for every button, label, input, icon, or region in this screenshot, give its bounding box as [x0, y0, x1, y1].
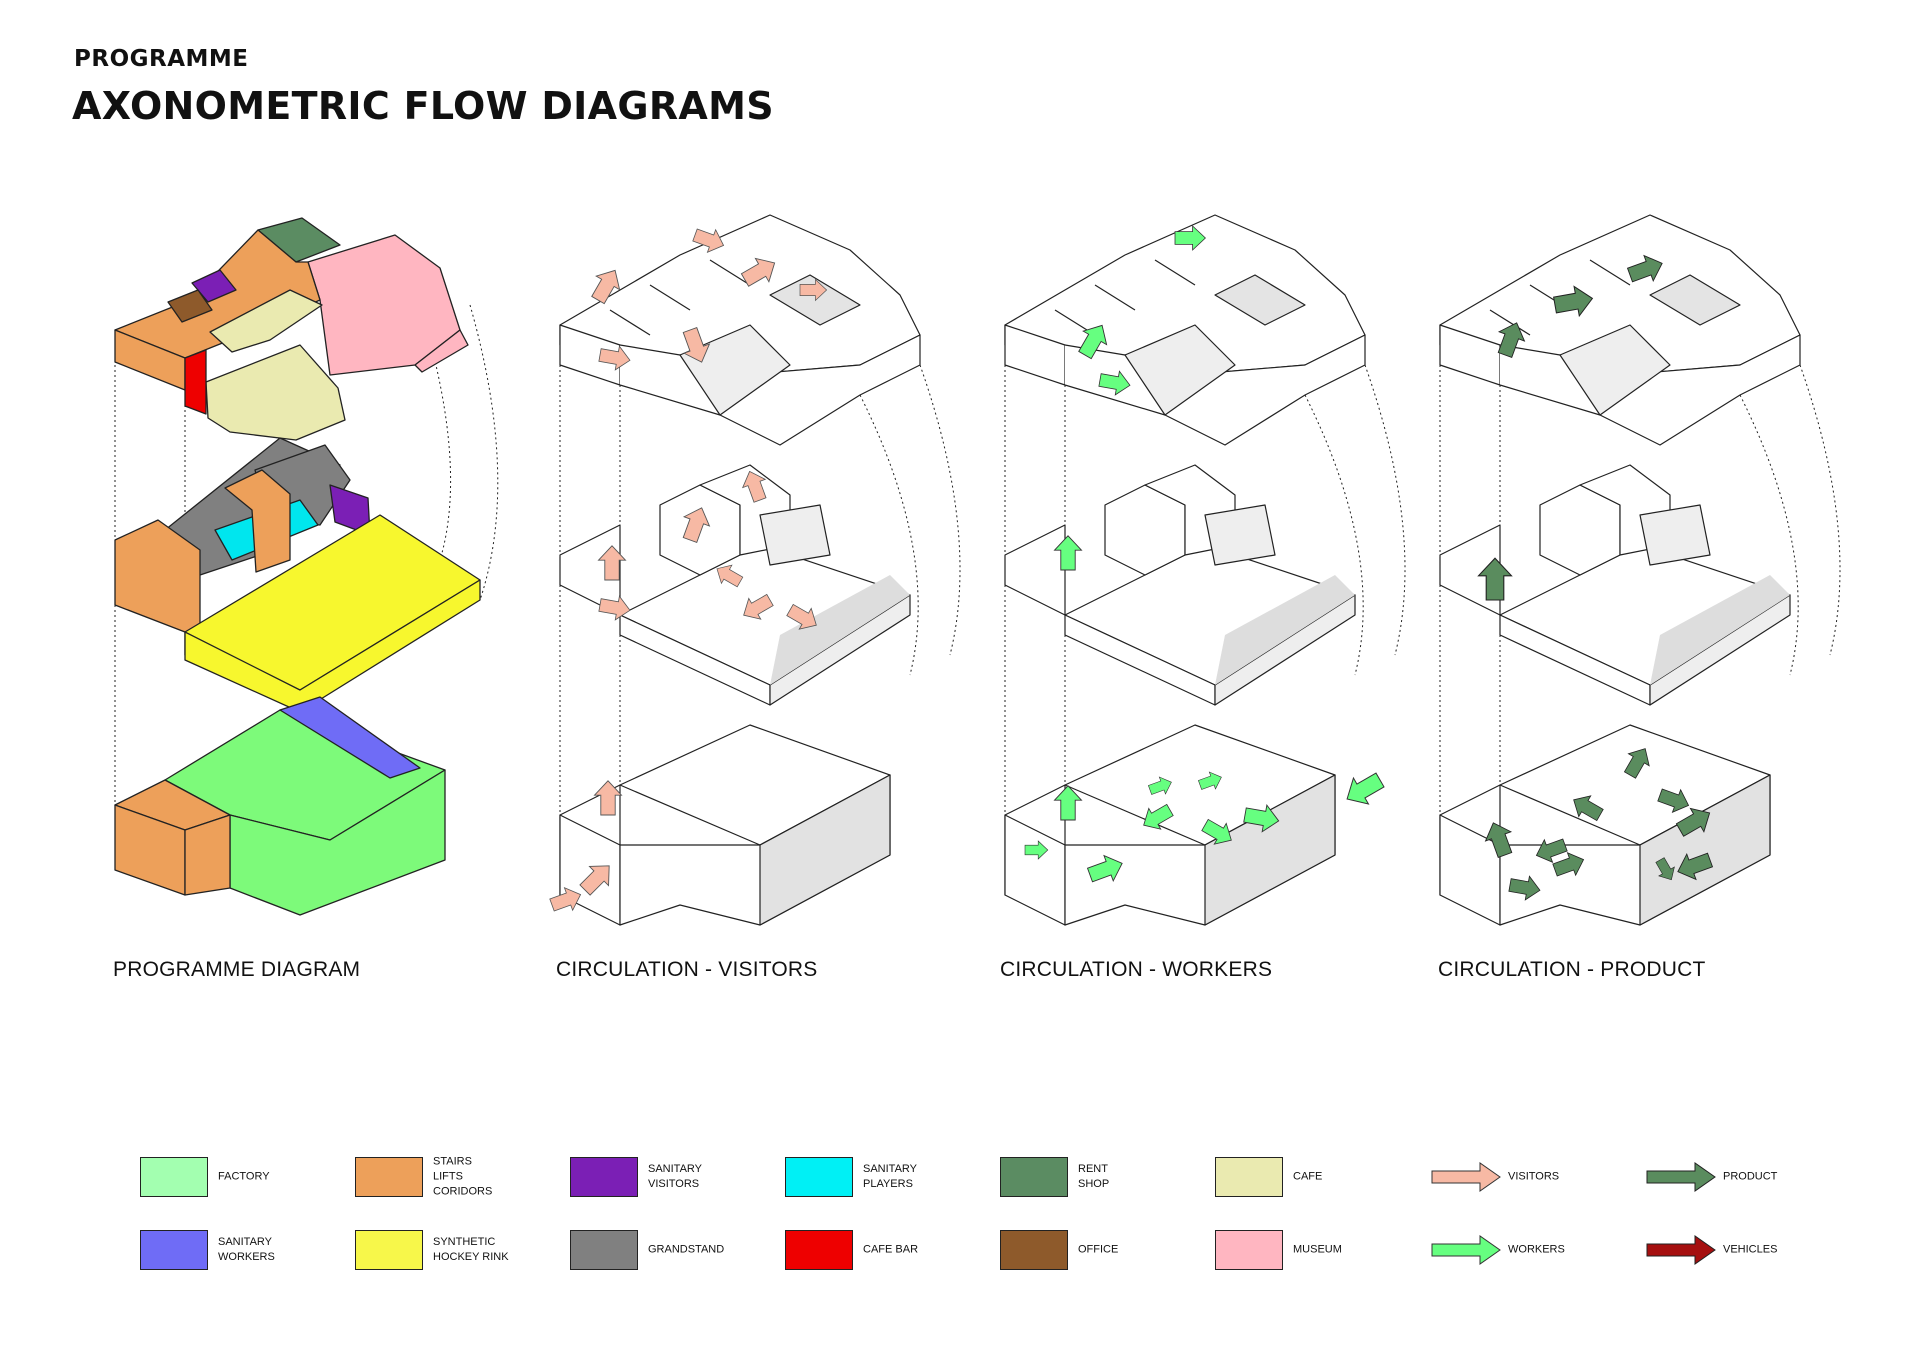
zone-stairs-tower	[224, 469, 291, 573]
middle-level	[114, 437, 481, 713]
caption-workers: CIRCULATION - WORKERS	[1000, 958, 1273, 981]
caption-product: CIRCULATION - PRODUCT	[1438, 958, 1706, 981]
legend-swatch-factory	[140, 1157, 208, 1197]
legend-swatch-hockey-rink	[355, 1230, 423, 1270]
zone-sanitary-workers	[279, 696, 421, 779]
legend-swatch-sanitary-workers	[140, 1230, 208, 1270]
legend-swatch-cafe	[1215, 1157, 1283, 1197]
legend-swatch-museum	[1215, 1230, 1283, 1270]
visitors-arrow-icon	[1431, 1162, 1501, 1192]
legend-swatch-stairs	[355, 1157, 423, 1197]
caption-programme: PROGRAMME DIAGRAM	[113, 958, 361, 981]
legend-swatch-office	[1000, 1230, 1068, 1270]
zone-office	[167, 289, 213, 323]
legend-swatch-sanitary-players	[785, 1157, 853, 1197]
legend-swatch-sanitary-visitors	[570, 1157, 638, 1197]
zone-rink-front	[184, 579, 481, 713]
bottom-level	[114, 696, 446, 916]
workers-arrow-icon	[1431, 1235, 1501, 1265]
vehicles-arrow-icon	[1646, 1235, 1716, 1265]
legend-swatch-grandstand	[570, 1230, 638, 1270]
legend-swatch-rent-shop	[1000, 1157, 1068, 1197]
caption-visitors: CIRCULATION - VISITORS	[556, 958, 818, 981]
product-diagram	[1439, 214, 1841, 926]
zone-stairs-bottom-side	[184, 814, 231, 896]
product-arrow-icon	[1646, 1162, 1716, 1192]
legend-swatch-cafe-bar	[785, 1230, 853, 1270]
visitors-diagram	[547, 214, 961, 926]
page-subtitle: PROGRAMME	[74, 46, 249, 72]
zone-cafe-front	[205, 344, 346, 441]
zone-cafe-top	[209, 289, 323, 353]
page-title: AXONOMETRIC FLOW DIAGRAMS	[72, 84, 774, 128]
top-level	[114, 217, 469, 441]
workers-diagram	[1004, 214, 1406, 926]
zone-museum-side	[414, 329, 469, 373]
zone-cafe-bar	[184, 349, 207, 415]
programme-diagram	[114, 217, 499, 916]
